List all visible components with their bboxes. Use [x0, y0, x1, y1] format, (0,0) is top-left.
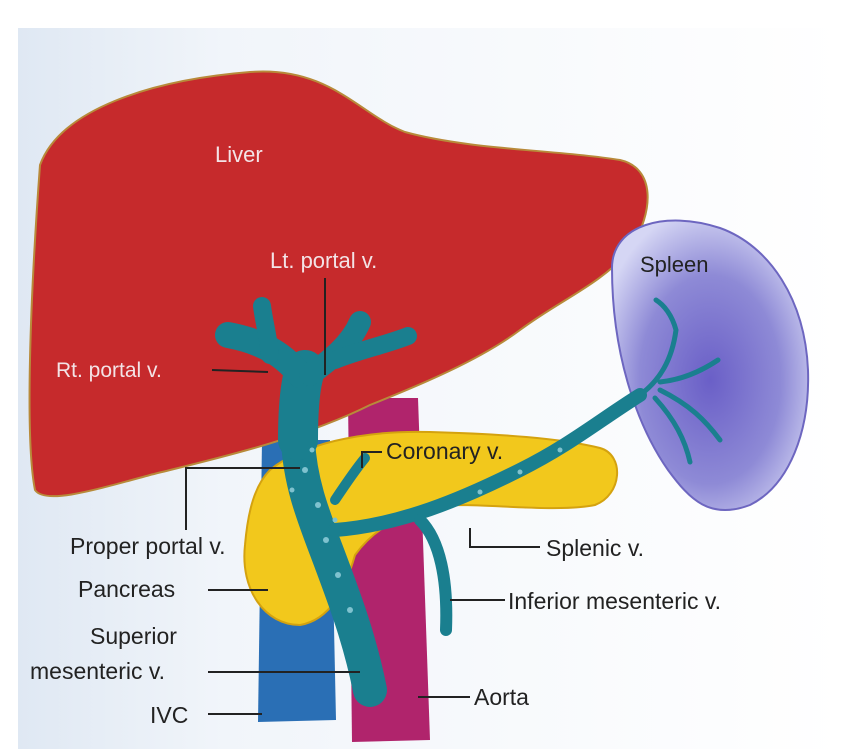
right-portal-branch-upper: [262, 306, 270, 355]
label-superior-mesenteric-vein-line1: Superior: [90, 625, 177, 648]
label-pancreas: Pancreas: [78, 578, 175, 601]
label-liver: Liver: [215, 144, 263, 166]
label-proper-portal-vein: Proper portal v.: [70, 535, 226, 558]
label-lt-portal-vein: Lt. portal v.: [270, 250, 377, 272]
label-superior-mesenteric-vein-line2: mesenteric v.: [30, 660, 165, 683]
label-inferior-mesenteric-vein: Inferior mesenteric v.: [508, 590, 721, 613]
label-spleen: Spleen: [640, 254, 709, 276]
label-ivc: IVC: [150, 704, 188, 727]
label-rt-portal-vein: Rt. portal v.: [56, 360, 162, 381]
label-splenic-vein: Splenic v.: [546, 537, 644, 560]
label-aorta: Aorta: [474, 686, 529, 709]
label-coronary-vein: Coronary v.: [386, 440, 503, 463]
